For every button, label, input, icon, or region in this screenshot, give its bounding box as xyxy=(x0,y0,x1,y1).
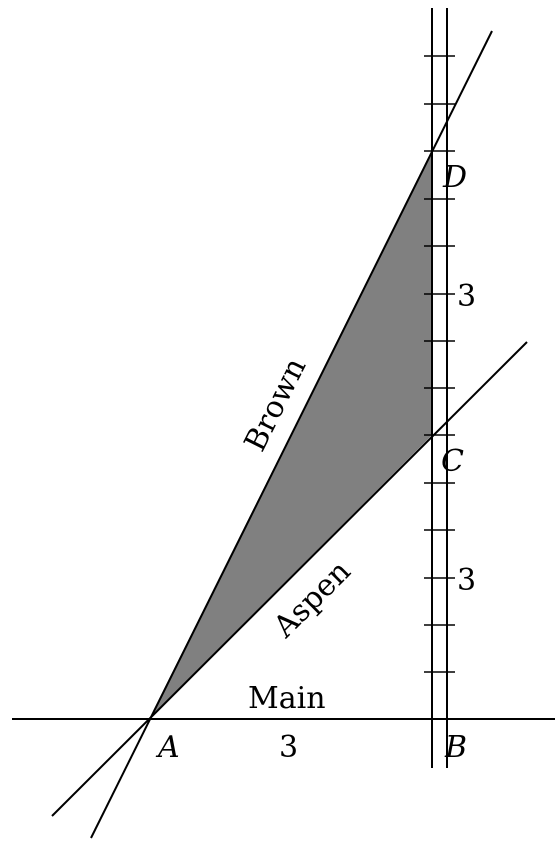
point-label-a: A xyxy=(155,730,180,765)
point-label-d: D xyxy=(442,160,467,195)
length-label-cd: 3 xyxy=(457,279,476,314)
length-label-ab: 3 xyxy=(279,730,298,765)
length-label-bc: 3 xyxy=(457,563,476,598)
point-label-b: B xyxy=(444,730,467,765)
railroad-ties xyxy=(424,55,455,673)
brown-street-line xyxy=(90,30,493,839)
railroad-track xyxy=(424,8,455,768)
aspen-street-line xyxy=(51,341,528,817)
point-label-c: C xyxy=(441,444,464,479)
street-label-main: Main xyxy=(248,681,326,716)
